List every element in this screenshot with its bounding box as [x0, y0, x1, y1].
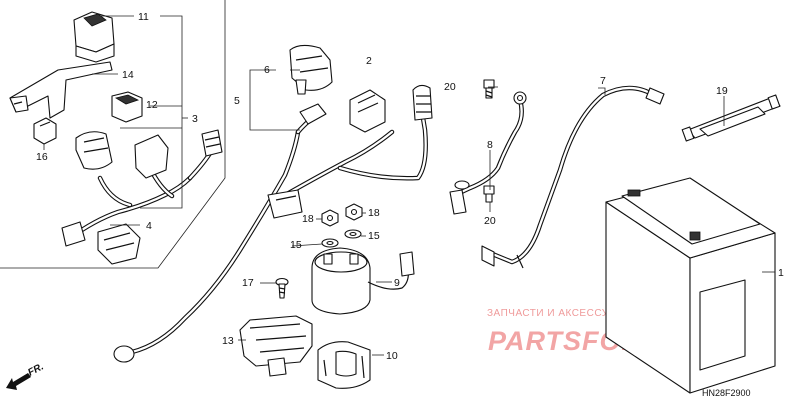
negative-cable	[449, 91, 527, 215]
callout-4: 4	[146, 220, 152, 232]
connector-cover	[97, 223, 141, 265]
bolt-lower	[483, 185, 495, 203]
callout-18-right: 18	[368, 207, 380, 219]
nut-right	[345, 203, 363, 221]
relay-rubber-cover	[317, 341, 371, 389]
washer-right	[344, 229, 362, 239]
callout-1: 1	[778, 267, 784, 279]
callout-7: 7	[600, 75, 606, 87]
callout-20-lower: 20	[484, 215, 496, 227]
direction-marker: FR.	[6, 361, 46, 390]
callout-9: 9	[394, 277, 400, 289]
main-wire-harness	[113, 84, 433, 363]
inset-frame	[0, 0, 226, 269]
washer-left	[321, 238, 339, 248]
leader-lines	[43, 15, 775, 356]
nut-left	[321, 209, 339, 227]
arrow-icon	[6, 373, 31, 390]
positive-cable	[481, 85, 665, 269]
relay	[73, 11, 115, 63]
sub-harness	[61, 129, 223, 247]
relay-bracket	[9, 61, 113, 119]
fuse-holder	[111, 91, 143, 123]
callout-15-right: 15	[368, 230, 380, 242]
bolt-upper	[483, 79, 495, 99]
callout-12: 12	[146, 99, 158, 111]
callout-17: 17	[242, 277, 254, 289]
callout-6: 6	[264, 64, 270, 76]
callout-15-left: 15	[290, 239, 302, 251]
battery	[605, 177, 776, 394]
screw	[275, 277, 289, 299]
callout-5: 5	[234, 95, 240, 107]
callout-8: 8	[487, 139, 493, 151]
callout-3: 3	[192, 113, 198, 125]
callout-18-left: 18	[302, 213, 314, 225]
starter-relay-bracket	[239, 315, 313, 377]
callout-11: 11	[138, 11, 149, 23]
callout-10: 10	[386, 350, 398, 362]
callout-19: 19	[716, 85, 728, 97]
callout-16: 16	[36, 151, 48, 163]
terminal-cap	[289, 44, 333, 125]
starter-relay	[311, 247, 415, 315]
callout-14: 14	[122, 69, 134, 81]
diagram-code: HN28F2900	[702, 388, 751, 398]
harness-clip	[33, 117, 57, 145]
callout-20-upper: 20	[444, 81, 456, 93]
callout-13: 13	[222, 335, 234, 347]
callout-2: 2	[366, 55, 372, 67]
battery-band	[681, 94, 781, 142]
direction-label: FR.	[26, 361, 45, 378]
